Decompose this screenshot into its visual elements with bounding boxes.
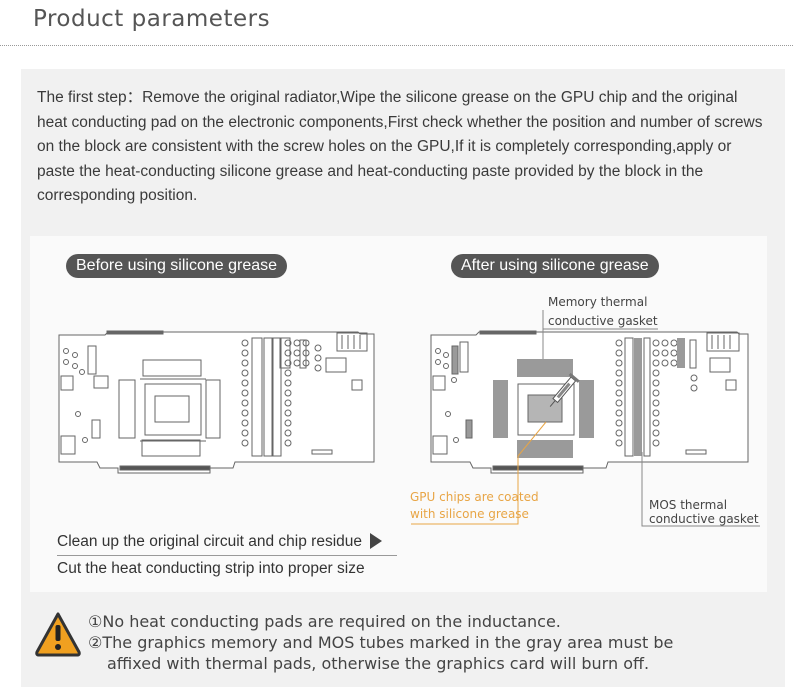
after-label: After using silicone grease (451, 254, 659, 278)
gpu-label-line1: GPU chips are coated (410, 490, 539, 504)
header-divider (0, 45, 793, 46)
warning-triangle-icon (35, 612, 81, 657)
board-before (58, 330, 375, 474)
mos-label-line1: MOS thermal (649, 498, 728, 512)
page-header: Product parameters (0, 0, 793, 46)
before-label: Before using silicone grease (66, 254, 288, 278)
step-divider (57, 555, 397, 556)
play-arrow-icon (370, 533, 383, 549)
memory-label-line2: conductive gasket (548, 314, 658, 328)
mos-label-line2: conductive gasket (649, 512, 759, 526)
memory-label-line1: Memory thermal (548, 295, 648, 309)
warning-line-2: ②The graphics memory and MOS tubes marke… (88, 633, 674, 652)
warning-line-3: affixed with thermal pads, otherwise the… (107, 654, 650, 673)
gpu-label-line2: with silicone grease (410, 507, 529, 521)
callout-lines (411, 310, 760, 527)
step-clean-up: Clean up the original circuit and chip r… (57, 533, 383, 551)
page-title: Product parameters (33, 6, 271, 32)
intro-paragraph: The first step：Remove the original radia… (37, 89, 763, 204)
step-clean-up-text: Clean up the original circuit and chip r… (57, 533, 363, 550)
step-cut-strip: Cut the heat conducting strip into prope… (57, 560, 365, 577)
board-after (430, 330, 749, 474)
warning-line-1: ①No heat conducting pads are required on… (88, 612, 561, 631)
